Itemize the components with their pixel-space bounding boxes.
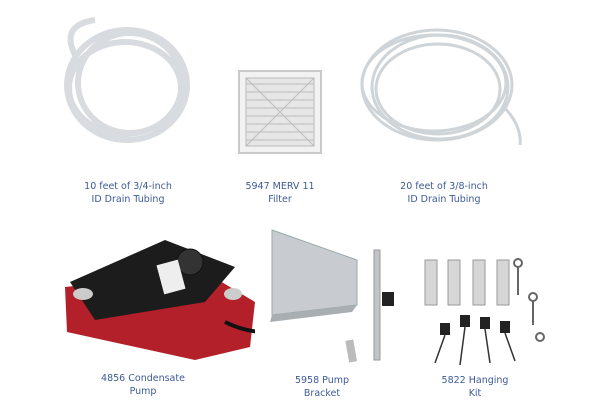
tubing-image <box>64 17 190 143</box>
label-line: 20 feet of 3/8-inch <box>400 181 488 192</box>
label-line: 10 feet of 3/4-inch <box>84 181 172 192</box>
label-line: Filter <box>268 194 292 205</box>
label-line: 5958 Pump <box>294 375 350 386</box>
label-line: Pump <box>129 386 157 397</box>
bracket-image <box>270 229 394 363</box>
product-label: 4856 Condensate Pump <box>63 372 223 398</box>
label-line: ID Drain Tubing <box>407 194 481 205</box>
label-line: ID Drain Tubing <box>91 194 165 205</box>
label-line: 5822 Hanging <box>441 375 509 386</box>
product-label: 5958 Pump Bracket <box>242 374 402 400</box>
pump-image <box>65 240 255 360</box>
product-label: 10 feet of 3/4-inch ID Drain Tubing <box>48 180 208 206</box>
hanging-kit-image <box>424 258 545 366</box>
label-line: 5947 MERV 11 <box>245 181 315 192</box>
product-label: 5947 MERV 11 Filter <box>200 180 360 206</box>
tubing-image <box>360 28 522 146</box>
product-label: 20 feet of 3/8-inch ID Drain Tubing <box>364 180 524 206</box>
label-line: Bracket <box>303 388 341 399</box>
label-line: 4856 Condensate <box>101 373 185 384</box>
label-line: Kit <box>468 388 482 399</box>
filter-image <box>238 70 322 154</box>
product-label: 5822 Hanging Kit <box>395 374 555 400</box>
